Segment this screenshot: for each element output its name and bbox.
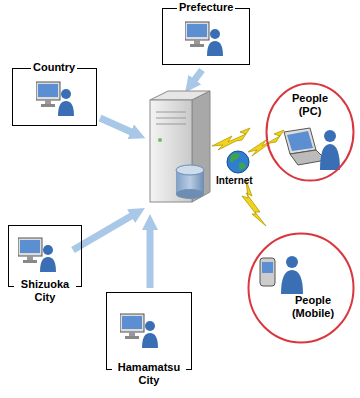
globe-sea	[227, 151, 249, 173]
server-slot	[156, 112, 186, 113]
wireless-bolts	[212, 128, 284, 226]
ellipse-outline	[247, 232, 355, 344]
server-slots	[156, 112, 186, 124]
ellipse-outline	[249, 234, 354, 343]
pc-user-icon	[18, 238, 56, 272]
agency-box: Shizuoka City	[8, 225, 82, 287]
internet-globe	[227, 151, 249, 173]
agency-box: Prefecture	[162, 8, 250, 65]
box-label: Hamamatsu City	[112, 361, 186, 386]
box-label: Prefecture	[177, 1, 235, 14]
person-body	[281, 270, 303, 294]
mobile-user-icon	[260, 256, 303, 294]
agency-box: Hamamatsu City	[106, 292, 192, 370]
pc-user-icon	[120, 314, 158, 348]
pc-user-icon	[185, 22, 223, 56]
user-group-circle: People (PC)	[265, 82, 355, 182]
laptop-user-icon	[284, 128, 340, 170]
database-top	[176, 165, 204, 175]
data-arrow	[190, 70, 202, 86]
server-slot	[156, 124, 186, 125]
server-led	[158, 138, 162, 142]
phone-screen	[262, 262, 273, 273]
lightning-bolt	[242, 180, 266, 226]
person-head	[286, 256, 298, 268]
laptop-screen	[284, 128, 316, 154]
box-label: Country	[31, 61, 77, 74]
person-body	[320, 144, 340, 170]
data-arrow	[73, 212, 138, 250]
data-arrow	[100, 118, 138, 135]
laptop-display	[287, 131, 313, 151]
data-arrow	[147, 222, 154, 288]
network-label: Internet	[216, 175, 253, 187]
user-group-circle: People (Mobile)	[247, 232, 355, 344]
globe-land	[230, 153, 246, 170]
pc-user-icon	[36, 82, 74, 116]
phone-body	[260, 258, 275, 286]
group-label: People (Mobile)	[285, 294, 341, 319]
person-head	[324, 130, 336, 142]
ellipse-outline	[267, 84, 354, 181]
database-bottom	[176, 189, 204, 199]
server-slot	[156, 118, 186, 119]
server-icon	[150, 91, 210, 202]
group-label: People (PC)	[284, 92, 336, 117]
database-icon	[176, 165, 204, 199]
box-label: Shizuoka City	[14, 278, 76, 303]
agency-box: Country	[12, 68, 97, 126]
lightning-bolt	[212, 128, 250, 150]
